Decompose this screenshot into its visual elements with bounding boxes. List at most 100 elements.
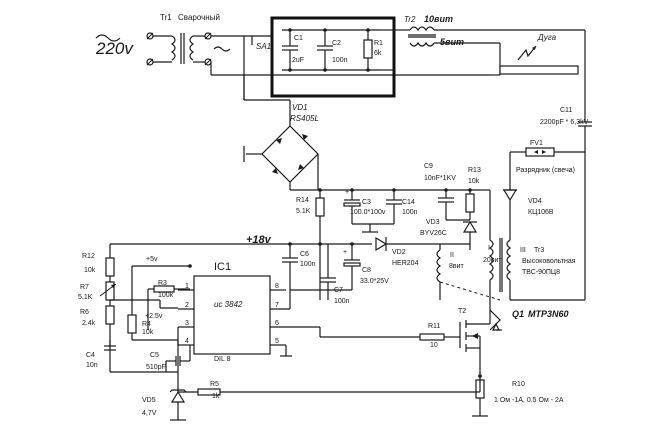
vd5-symbol	[170, 390, 186, 403]
sa1-ref: SA1	[256, 42, 271, 51]
vd1-part: RS405L	[290, 114, 319, 123]
r14-symbol	[315, 197, 325, 217]
r14-value: 5.1K	[296, 208, 311, 215]
r10-value: 1 Ом -1A, 0.5 Ом - 2A	[494, 397, 564, 404]
r11-symbol	[419, 333, 445, 341]
c5-ref: C5	[150, 352, 159, 359]
ic1-pin1: 1	[185, 283, 189, 290]
vd3-part: BYV26C	[420, 230, 447, 237]
vd5-ref: VD5	[142, 397, 156, 404]
arc-icon	[517, 45, 537, 61]
c11-value: 2200pF * 6,3kV	[540, 119, 589, 126]
ic1-pkg: DIL 8	[214, 356, 231, 363]
ic1-part: uc 3842	[214, 300, 243, 309]
c3-ref: C3	[362, 199, 371, 206]
c1-value: 2uF	[292, 57, 304, 64]
r11-ref: R11	[428, 323, 440, 330]
r6-ref: R6	[80, 309, 89, 316]
r14-ref: R14	[296, 197, 309, 204]
c3-pol: +	[345, 189, 349, 196]
r3-value: 100k	[158, 292, 174, 299]
tr3-winding-2	[436, 249, 442, 283]
vd3-symbol	[462, 220, 478, 233]
r5-ref: R5	[210, 381, 219, 388]
snubber-box	[270, 16, 396, 98]
c14-ref: C14	[402, 199, 415, 206]
q1-body-diode	[489, 309, 501, 331]
c4-ref: C4	[86, 352, 95, 359]
c2-value: 100n	[332, 57, 348, 64]
tr1-secondary-coil	[189, 35, 195, 61]
r3-ref: R3	[158, 280, 167, 287]
r12-value: 10k	[84, 267, 96, 274]
tr3-winding-1	[488, 239, 494, 281]
c8-value: 33.0*25V	[360, 278, 389, 285]
vd4-ref: VD4	[528, 198, 542, 205]
r4-symbol	[127, 314, 137, 334]
c3-value: 100.0*100v	[350, 209, 386, 216]
electrode-plate	[499, 65, 579, 75]
vd2-symbol	[375, 236, 388, 252]
ac-source-icon	[95, 34, 121, 42]
r13-symbol	[465, 193, 475, 213]
r11-value: 10	[430, 342, 438, 349]
tr3-w1-label: I	[488, 245, 490, 252]
c6-value: 100n	[300, 261, 316, 268]
vd4-symbol	[502, 189, 518, 202]
c8-pol: +	[343, 249, 347, 256]
tr3-w2-label: II	[450, 252, 454, 259]
ic1-pin7: 7	[275, 302, 279, 309]
tr1-name: Сварочный	[178, 13, 220, 22]
tr2-primary-coil	[409, 26, 435, 32]
c2-ref: C2	[332, 40, 341, 47]
r1-symbol	[363, 39, 373, 59]
c6-ref: C6	[300, 251, 309, 258]
tr3-part: ТВС-90ПЦ8	[522, 269, 560, 276]
tr2-turns2: 5вит	[440, 37, 464, 47]
r12-ref: R12	[82, 253, 95, 260]
rail-label: +18v	[246, 234, 272, 246]
r13-ref: R13	[468, 167, 481, 174]
ic1-plus25-label: +2.5v	[145, 313, 163, 320]
mains-voltage-label: 220v	[95, 39, 134, 58]
c9-ref: C9	[424, 163, 433, 170]
q1-ref: Q1	[512, 309, 524, 319]
t2-ref: T2	[458, 308, 466, 315]
arc-label: Дуга	[537, 33, 557, 42]
c5-value: 510pF	[146, 364, 166, 371]
c8-ref: C8	[362, 267, 371, 274]
r5-value: 1k	[212, 393, 220, 400]
r10-ref: R10	[512, 381, 525, 388]
r1-value: 6k	[374, 50, 382, 57]
vd2-ref: VD2	[392, 249, 406, 256]
vd3-ref: VD3	[426, 219, 440, 226]
c9-value: 10nF*1KV	[424, 175, 456, 182]
vd1-ref: VD1	[292, 103, 308, 112]
r1-ref: R1	[374, 40, 383, 47]
tr3-winding-3	[506, 239, 512, 281]
tr2-secondary-coil	[409, 41, 435, 47]
c11-ref: C11	[560, 107, 572, 114]
r4-value: 10k	[142, 329, 154, 336]
vd1-bridge	[261, 125, 319, 183]
tr1-primary-coil	[170, 35, 176, 61]
ic1-pin2: 2	[185, 302, 189, 309]
ic1-pin8: 8	[275, 283, 279, 290]
tr2-ref: Tr2	[404, 15, 416, 24]
r12-symbol	[105, 257, 115, 277]
ic1-ref: IC1	[214, 261, 231, 273]
r6-symbol	[105, 305, 115, 325]
vd4-part: КЦ106В	[528, 209, 554, 216]
tr2-turns1: 10вит	[424, 14, 453, 24]
ac-output-icon	[213, 46, 231, 52]
r7-ref: R7	[80, 284, 89, 291]
ic1-chip	[193, 275, 271, 355]
c4-value: 10n	[86, 362, 98, 369]
ic1-pin3: 3	[185, 320, 189, 327]
vd5-value: 4,7V	[142, 410, 157, 417]
r7-value: 5.1K	[78, 294, 93, 301]
ic1-pin6: 6	[275, 320, 279, 327]
r13-value: 10k	[468, 178, 480, 185]
